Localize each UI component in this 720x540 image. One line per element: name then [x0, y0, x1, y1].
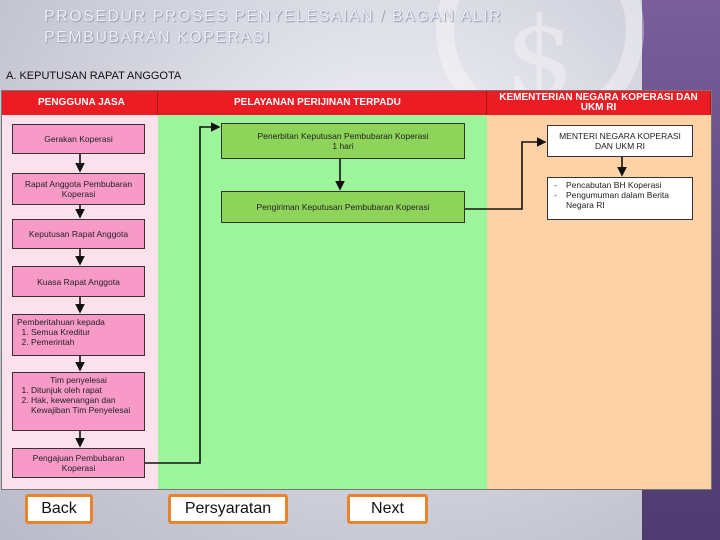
step-label: Pengajuan Pembubaran Koperasi	[32, 453, 125, 473]
list-item: Pemerintah	[31, 337, 105, 347]
list-item: Pencabutan BH Koperasi	[566, 180, 688, 190]
persyaratan-button[interactable]: Persyaratan	[168, 494, 288, 524]
step-duration: 1 hari	[332, 141, 354, 151]
step-label: Gerakan Koperasi	[44, 134, 113, 144]
step-gerakan-koperasi: Gerakan Koperasi	[12, 124, 145, 154]
lane-header-kementerian: KEMENTERIAN NEGARA KOPERASI DAN UKM RI	[487, 91, 711, 115]
step-pengajuan-pembubaran: Pengajuan Pembubaran Koperasi	[12, 448, 145, 478]
step-menteri-negara: MENTERI NEGARA KOPERASI DAN UKM RI	[547, 125, 693, 157]
step-penerbitan-keputusan: Penerbitan Keputusan Pembubaran Koperasi…	[221, 123, 465, 159]
step-keputusan-rapat: Keputusan Rapat Anggota	[12, 219, 145, 249]
step-label: Rapat Anggota Pembubaran Koperasi	[24, 179, 133, 199]
list-item: Ditunjuk oleh rapat	[31, 385, 140, 395]
step-pencabutan-pengumuman: Pencabutan BH Koperasi Pengumuman dalam …	[547, 177, 693, 220]
step-rapat-anggota: Rapat Anggota Pembubaran Koperasi	[12, 173, 145, 205]
step-label: Keputusan Rapat Anggota	[28, 229, 129, 239]
step-label: Pemberitahuan kepada	[17, 317, 105, 327]
list-item: Semua Kreditur	[31, 327, 105, 337]
section-label: A. KEPUTUSAN RAPAT ANGGOTA	[6, 70, 182, 82]
step-kuasa-rapat: Kuasa Rapat Anggota	[12, 266, 145, 297]
step-tim-penyelesai: Tim penyelesai Ditunjuk oleh rapat Hak, …	[12, 372, 145, 431]
list-item: Hak, kewenangan dan Kewajiban Tim Penyel…	[31, 395, 140, 415]
lane-header-pengguna-jasa: PENGGUNA JASA	[2, 91, 158, 115]
next-button[interactable]: Next	[347, 494, 428, 524]
step-label: Tim penyelesai	[50, 375, 107, 385]
step-label: MENTERI NEGARA KOPERASI DAN UKM RI	[559, 131, 681, 151]
back-button[interactable]: Back	[25, 494, 93, 524]
step-label: Penerbitan Keputusan Pembubaran Koperasi	[257, 131, 429, 141]
step-label: Pengiriman Keputusan Pembubaran Koperasi	[256, 202, 430, 212]
step-pengiriman-keputusan: Pengiriman Keputusan Pembubaran Koperasi	[221, 191, 465, 223]
step-pemberitahuan: Pemberitahuan kepada Semua Kreditur Peme…	[12, 314, 145, 356]
list-item: Pengumuman dalam Berita Negara RI	[566, 190, 688, 210]
slide-title: PROSEDUR PROSES PENYELESAIAN / BAGAN ALI…	[44, 8, 503, 46]
step-label: Kuasa Rapat Anggota	[37, 276, 120, 287]
lane-header-pelayanan: PELAYANAN PERIJINAN TERPADU	[158, 91, 487, 115]
flowchart: PENGGUNA JASA PELAYANAN PERIJINAN TERPAD…	[1, 90, 712, 490]
